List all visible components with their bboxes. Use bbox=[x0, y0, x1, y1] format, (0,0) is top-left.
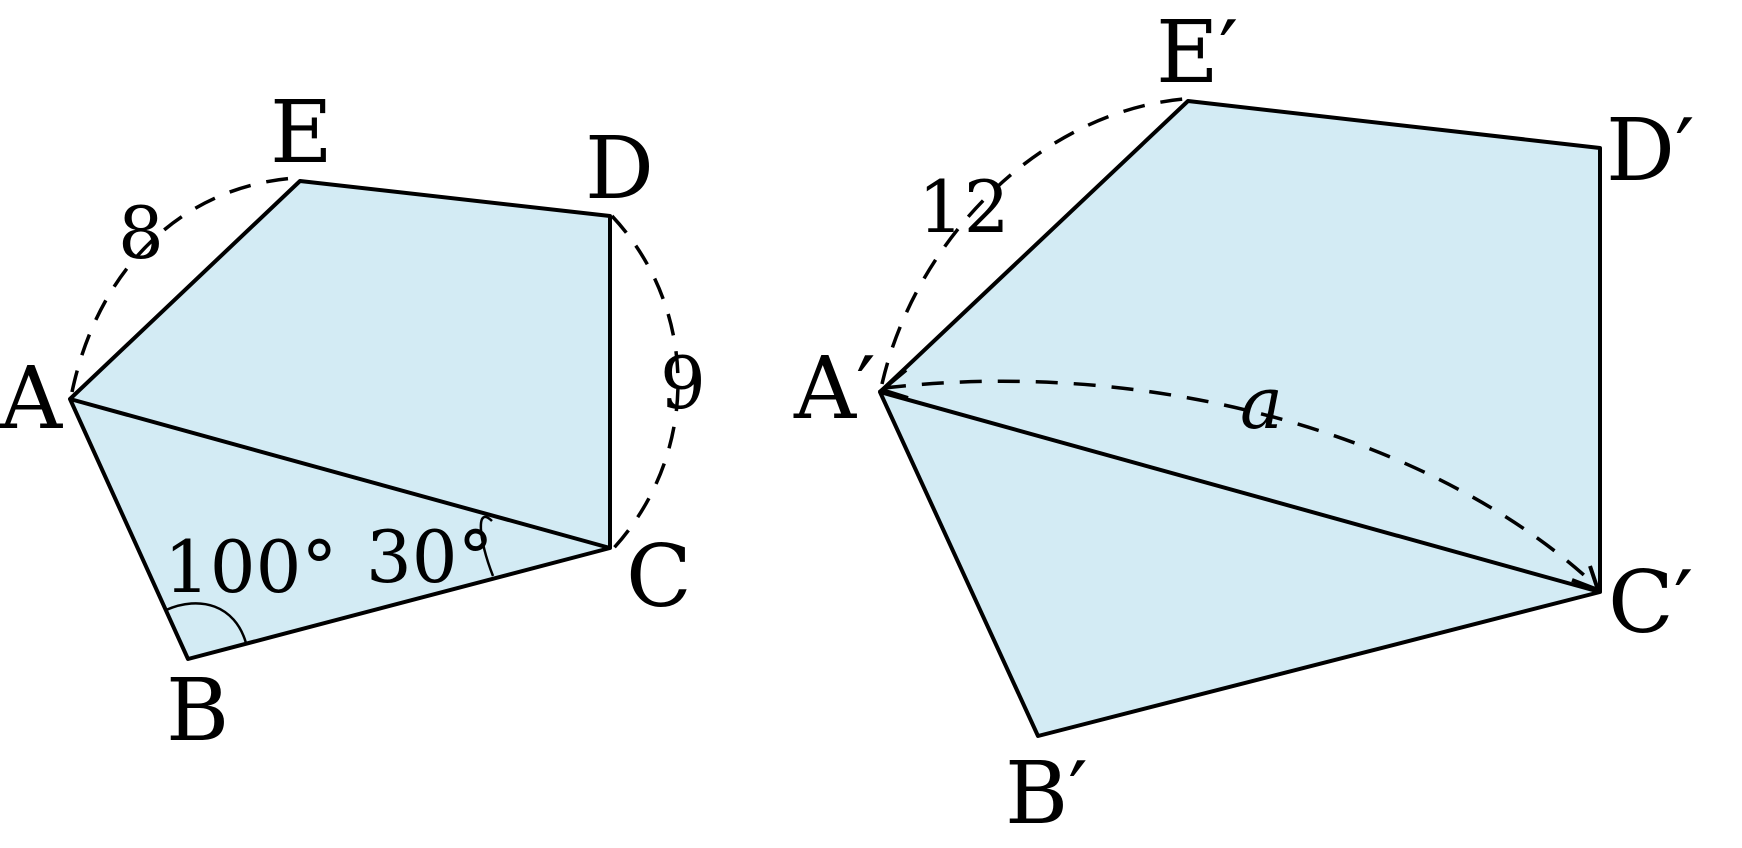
left-vertex-a-label: A bbox=[0, 349, 63, 449]
right-arc-ac bbox=[883, 379, 1598, 588]
left-arc-dc bbox=[610, 214, 680, 552]
right-pentagon bbox=[878, 99, 1602, 738]
right-arc-ae bbox=[880, 97, 1185, 385]
left-arc-ae bbox=[70, 176, 297, 393]
left-pentagon bbox=[68, 179, 612, 661]
left-angle-c-mark bbox=[479, 515, 495, 577]
right-diagonal-ac bbox=[879, 390, 1601, 594]
right-pentagon-group: A′ B′ C′ D′ E′ 12 a bbox=[793, 3, 1694, 844]
left-vertex-d-label: D bbox=[585, 119, 654, 219]
left-diagonal-ac bbox=[69, 397, 611, 550]
right-arrow-tip-a bbox=[877, 368, 909, 400]
right-length-ac-label: a bbox=[1240, 361, 1283, 445]
left-angle-c-label: 30° bbox=[366, 515, 494, 599]
right-arrow-tip-c bbox=[1571, 565, 1602, 594]
left-length-dc-label: 9 bbox=[660, 341, 706, 425]
right-vertex-e-label: E′ bbox=[1156, 3, 1238, 103]
left-vertex-e-label: E bbox=[270, 83, 333, 183]
left-angle-b-label: 100° bbox=[164, 525, 337, 609]
right-vertex-a-label: A′ bbox=[793, 339, 876, 439]
right-length-ae-label: 12 bbox=[918, 165, 1010, 249]
right-vertex-b-label: B′ bbox=[1005, 744, 1088, 844]
left-length-ae-label: 8 bbox=[118, 191, 164, 275]
right-vertex-d-label: D′ bbox=[1606, 101, 1694, 201]
right-vertex-c-label: C′ bbox=[1608, 553, 1693, 653]
left-vertex-c-label: C bbox=[626, 527, 692, 627]
left-vertex-b-label: B bbox=[166, 661, 229, 761]
left-angle-b-mark bbox=[165, 602, 248, 644]
left-pentagon-group: A B C D E 8 9 100° 30° bbox=[0, 83, 706, 761]
